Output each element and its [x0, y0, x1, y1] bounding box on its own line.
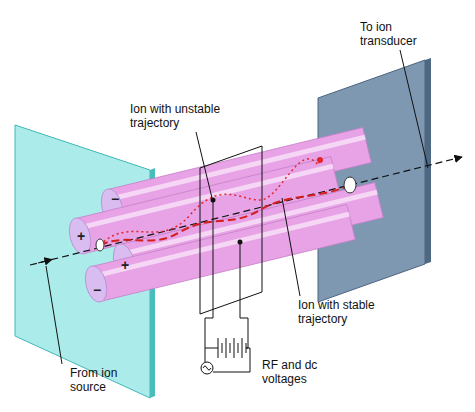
source-label: From ion source	[70, 366, 150, 394]
rod-end	[82, 264, 110, 305]
section-plane	[200, 146, 262, 314]
entry-arrow	[38, 260, 52, 264]
callout-label: Ion with stable trajectory	[298, 298, 398, 326]
supply-wire	[205, 200, 248, 330]
stable-trajectory	[100, 184, 352, 245]
transducer-label: To ion transducer	[360, 20, 440, 48]
ion-axis	[30, 157, 462, 265]
polarity-sign: +	[74, 229, 88, 243]
ac-wave	[203, 366, 211, 370]
entrance-aperture	[96, 239, 104, 251]
supply-label: RF and dc voltages	[262, 358, 352, 386]
polarity-sign: −	[90, 283, 104, 297]
polarity-sign: −	[108, 192, 122, 206]
unstable-trajectory	[100, 159, 320, 245]
rod-body	[92, 205, 355, 302]
exit-aperture	[344, 177, 356, 193]
callout-label: Ion with unstable trajectory	[130, 102, 242, 130]
rod-highlight	[94, 214, 349, 276]
ac-source-symbol	[201, 362, 213, 374]
polarity-sign: +	[118, 258, 132, 272]
ejected-ion	[317, 157, 323, 163]
leader-line	[46, 50, 428, 364]
